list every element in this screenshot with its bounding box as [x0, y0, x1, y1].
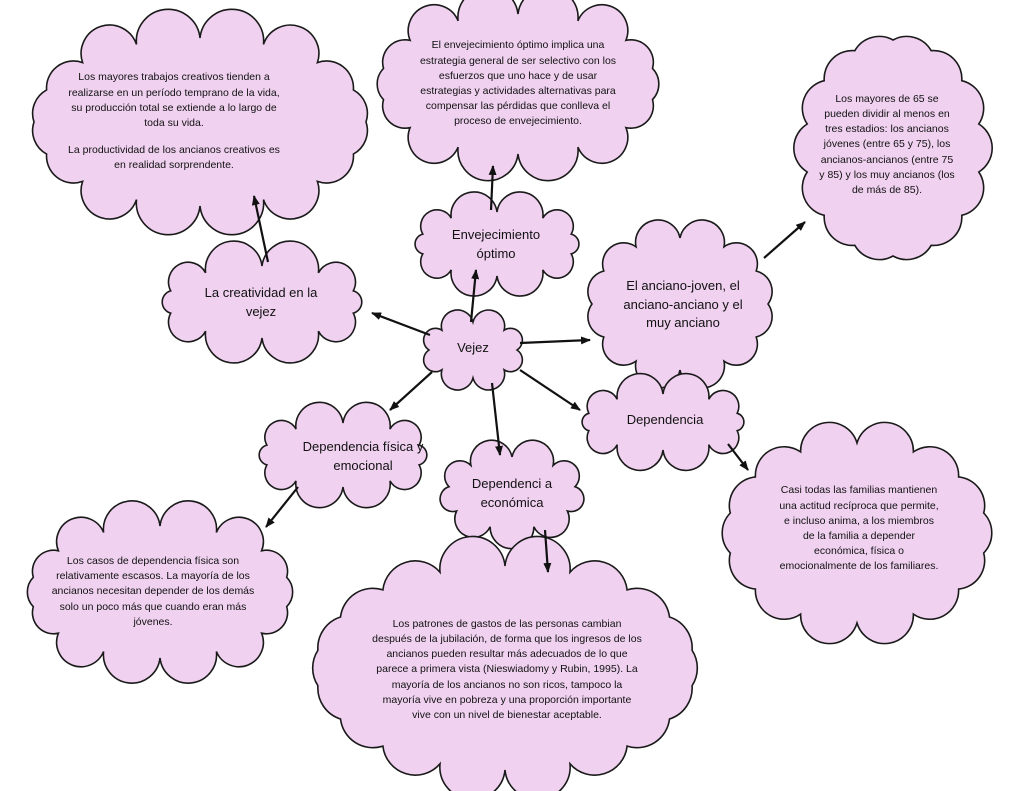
cloud-dependencia-detail	[721, 421, 993, 645]
node-creatividad[interactable]: La creatividad en la vejez	[190, 280, 332, 326]
node-dependencia-fisica-label: Dependencia física y emocional	[302, 439, 424, 473]
cloud-dep-fisica-detail	[26, 500, 294, 684]
detail-dependencia-economica: Los patrones de gastos de las personas c…	[372, 604, 642, 736]
detail-envejecimiento: El envejecimiento óptimo implica una est…	[418, 36, 618, 132]
detail-anciano-joven: Los mayores de 65 se pueden dividir al m…	[818, 80, 956, 210]
detail-creatividad-text-2: La productividad de los ancianos creativ…	[68, 144, 280, 172]
cloud-dep-economica-detail	[311, 535, 699, 791]
detail-dependencia-fisica: Los casos de dependencia física son rela…	[50, 550, 256, 634]
arrow-dependencia-to-detail	[727, 443, 749, 471]
node-dependencia-economica[interactable]: Dependenci a económica	[462, 470, 562, 518]
detail-dependencia: Casi todas las familias mantienen una ac…	[778, 470, 940, 588]
detail-dependencia-text: Casi todas las familias mantienen una ac…	[779, 484, 939, 573]
node-anciano-joven-label: El anciano-joven, el anciano-anciano y e…	[623, 277, 743, 331]
arrow-vejez-to-dep-fisica	[389, 371, 433, 411]
cloud-dependencia	[581, 372, 745, 472]
node-vejez[interactable]: Vejez	[430, 330, 516, 366]
node-vejez-label: Vejez	[457, 339, 489, 355]
arrow-anciano-to-detail	[763, 221, 806, 259]
detail-creatividad: Los mayores trabajos creativos tienden a…	[64, 62, 284, 182]
cloud-vejez	[422, 309, 524, 391]
cloud-envejecimiento-detail	[376, 0, 660, 182]
cloud-creatividad-detail	[31, 8, 369, 236]
arrow-vejez-to-envejecimiento	[469, 269, 480, 323]
node-envejecimiento-optimo[interactable]: Envejecimiento óptimo	[440, 222, 552, 268]
cloud-anciano-joven	[587, 219, 773, 389]
detail-dependencia-fisica-text: Los casos de dependencia física son rela…	[51, 554, 255, 628]
arrow-vejez-to-anciano	[519, 336, 591, 345]
node-dependencia-label: Dependencia	[626, 411, 704, 427]
arrow-creatividad-to-detail	[251, 195, 270, 263]
node-dependencia[interactable]: Dependencia	[610, 405, 720, 435]
arrow-dep-economica-to-detail	[543, 529, 552, 573]
cloud-envejecimiento	[414, 191, 580, 297]
arrow-vejez-to-dep-economica	[490, 382, 503, 456]
cloud-creatividad	[161, 240, 363, 364]
node-envejecimiento-optimo-label: Envejecimiento óptimo	[451, 227, 541, 261]
detail-envejecimiento-text: El envejecimiento óptimo implica una est…	[419, 39, 617, 128]
arrow-dep-fisica-to-detail	[265, 486, 299, 528]
arrow-vejez-to-dependencia	[519, 369, 581, 411]
cloud-anciano-detail	[793, 35, 993, 261]
cloud-dependencia-fisica	[258, 401, 428, 509]
node-dependencia-economica-label: Dependenci a económica	[471, 476, 553, 510]
arrow-vejez-to-creatividad	[371, 311, 431, 337]
detail-creatividad-text-1: Los mayores trabajos creativos tienden a…	[68, 71, 280, 129]
node-creatividad-label: La creatividad en la vejez	[204, 285, 318, 319]
detail-dependencia-economica-text: Los patrones de gastos de las personas c…	[372, 617, 642, 722]
node-dependencia-fisica[interactable]: Dependencia física y emocional	[290, 435, 436, 479]
arrow-envejecimiento-to-detail	[488, 165, 497, 211]
node-anciano-joven[interactable]: El anciano-joven, el anciano-anciano y e…	[610, 260, 756, 350]
detail-anciano-joven-text: Los mayores de 65 se pueden dividir al m…	[819, 92, 955, 197]
